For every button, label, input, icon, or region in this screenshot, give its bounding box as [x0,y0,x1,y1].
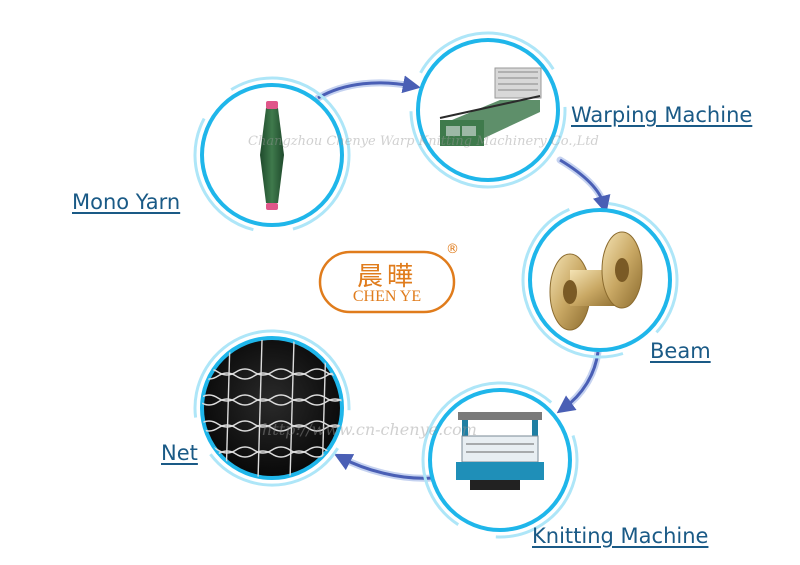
logo-registered: ® [446,242,459,257]
warping-machine-node [409,31,567,189]
arrow-warping-to-beam-line [559,158,611,214]
url-watermark: http://www.cn-chenye.com [262,420,477,439]
warping-machine-image [439,67,542,146]
knitting-machine-node [421,381,579,539]
logo-english: CHEN YE [352,288,422,305]
label-net[interactable]: Net [161,441,198,465]
company-watermark: Changzhou Chenye Warp Knitting Machinery… [248,134,599,149]
arrow-warping-to-beam [556,156,608,209]
net-image [202,339,342,478]
beam-image [549,231,643,331]
chenye-logo: 晨曄 CHEN YE ® [318,242,460,316]
label-beam[interactable]: Beam [650,339,711,363]
logo-frame [318,250,456,314]
arrow-knitting-to-net-line [334,453,433,480]
label-mono-yarn[interactable]: Mono Yarn [72,190,181,214]
label-knitting-machine[interactable]: Knitting Machine [532,524,709,548]
yarn-spool-image [260,101,284,210]
net-node [193,329,351,487]
label-warping-machine[interactable]: Warping Machine [571,103,753,127]
logo-chinese: 晨曄 [356,262,417,292]
arrow-yarn-to-warping-line [317,75,421,100]
beam-node [521,201,679,359]
knitting-machine-image [456,412,544,490]
mono-yarn-node [193,76,351,234]
arrow-beam-to-knitting [560,348,602,412]
